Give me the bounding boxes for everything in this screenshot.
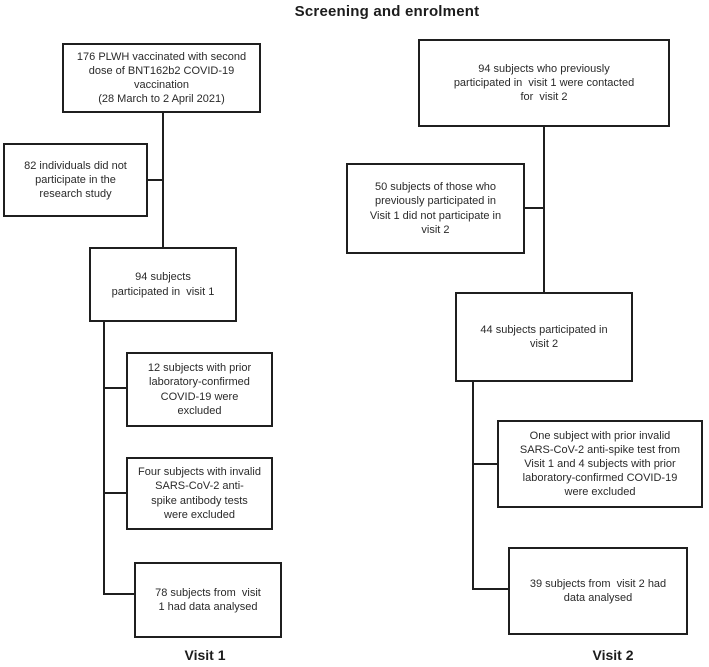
connector-visit1-did-not-participate-branch <box>146 179 164 181</box>
column-label-visit2: Visit 2 <box>592 647 634 663</box>
connector-visit2-contacted-to-participated <box>543 126 545 293</box>
box-visit1-excluded-invalid-tests: Four subjects with invalid SARS-CoV-2 an… <box>126 457 273 530</box>
connector-visit1-excluded-prior-covid-branch <box>104 387 127 389</box>
connector-visit2-participated-to-analysed <box>472 381 474 590</box>
box-visit2-data-analysed: 39 subjects from visit 2 had data analys… <box>508 547 688 635</box>
connector-visit2-excluded-branch <box>473 463 498 465</box>
connector-visit2-did-not-participate-branch <box>523 207 544 209</box>
connector-visit1-excluded-invalid-tests-branch <box>104 492 127 494</box>
box-visit1-data-analysed: 78 subjects from visit 1 had data analys… <box>134 562 282 638</box>
connector-visit2-data-analysed-branch <box>473 588 509 590</box>
box-visit1-vaccinated: 176 PLWH vaccinated with second dose of … <box>62 43 261 113</box>
box-visit1-did-not-participate: 82 individuals did not participate in th… <box>3 143 148 217</box>
column-label-visit1: Visit 1 <box>184 647 226 663</box>
box-visit1-participated: 94 subjects participated in visit 1 <box>89 247 237 322</box>
box-visit2-excluded: One subject with prior invalid SARS-CoV-… <box>497 420 703 508</box>
box-visit2-participated: 44 subjects participated in visit 2 <box>455 292 633 382</box>
connector-visit1-data-analysed-branch <box>104 593 135 595</box>
page-title: Screening and enrolment <box>294 3 480 20</box>
box-visit2-contacted: 94 subjects who previously participated … <box>418 39 670 127</box>
connector-visit1-participated-to-analysed <box>103 321 105 595</box>
box-visit1-excluded-prior-covid: 12 subjects with prior laboratory-confir… <box>126 352 273 427</box>
box-visit2-did-not-participate: 50 subjects of those who previously part… <box>346 163 525 254</box>
